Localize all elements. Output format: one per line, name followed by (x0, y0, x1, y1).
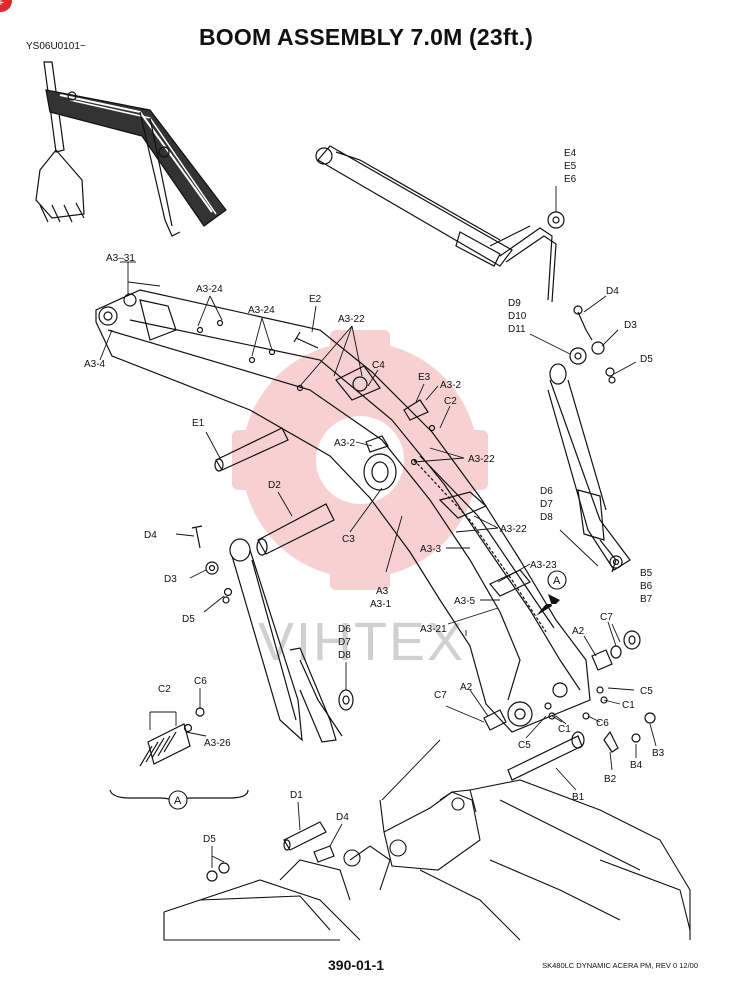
page-title: BOOM ASSEMBLY 7.0M (23ft.) (198, 24, 534, 50)
leader-lines (99, 186, 657, 868)
label-a3-22-top: A3-22 (338, 314, 365, 325)
detail-a-marker-boom-label: A (553, 575, 561, 587)
label-a3-31: A3–31 (106, 253, 135, 264)
label-c1-right: C1 (622, 700, 635, 711)
pin-e1 (215, 427, 289, 471)
label-a3-22-low: A3-22 (500, 524, 527, 535)
label-a3-4: A3-4 (84, 359, 106, 370)
watermark-logo (232, 330, 488, 590)
label-d7-left: D7 (338, 637, 351, 648)
label-d4-bottom: D4 (336, 812, 349, 823)
page-number: 390-01-1 (328, 957, 385, 973)
footer-revision: SK480LC DYNAMIC ACERA PM, REV 0 12/00 (542, 961, 698, 970)
pin-d2 (257, 503, 335, 555)
label-b4: B4 (630, 760, 643, 771)
label-e4: E4 (564, 148, 577, 159)
arm-cylinder (315, 145, 557, 303)
right-boom-cylinder (547, 363, 631, 573)
bolt-e2 (293, 331, 319, 349)
label-e3: E3 (418, 372, 431, 383)
label-d5-left: D5 (182, 614, 195, 625)
label-d6-right: D6 (540, 486, 553, 497)
label-c4: C4 (372, 360, 385, 371)
label-e6: E6 (564, 174, 577, 185)
label-a3-26: A3-26 (204, 738, 231, 749)
label-b6: B6 (640, 581, 653, 592)
base-frame (163, 779, 691, 941)
pins-and-parts (183, 211, 656, 882)
label-d3-top: D3 (624, 320, 637, 331)
label-d7-right: D7 (540, 499, 553, 510)
label-c7-left: C7 (434, 690, 447, 701)
label-b5: B5 (640, 568, 653, 579)
label-c3: C3 (342, 534, 355, 545)
detail-a-arrow (536, 594, 560, 616)
label-d3-left: D3 (164, 574, 177, 585)
label-a2-right: A2 (572, 626, 585, 637)
label-d8-left: D8 (338, 650, 351, 661)
detail-a-marker-boom (547, 570, 567, 590)
label-b2: B2 (604, 774, 617, 785)
label-a3-2-left: A3-2 (334, 438, 356, 449)
label-d4-left: D4 (144, 530, 157, 541)
label-c2-left: C2 (158, 684, 171, 695)
excavator-thumbnail (35, 61, 227, 237)
label-c5-left: C5 (518, 740, 531, 751)
label-d5-top: D5 (640, 354, 653, 365)
label-b1: B1 (572, 792, 585, 803)
label-d8-right: D8 (540, 512, 553, 523)
label-a3-3: A3-3 (420, 544, 442, 555)
boom-body (95, 289, 591, 733)
label-d11: D11 (508, 324, 526, 335)
label-a3-22-mid: A3-22 (468, 454, 495, 465)
left-boom-cylinder (229, 538, 343, 743)
detail-a-marker-inset-label: A (174, 795, 182, 807)
label-c7-right: C7 (600, 612, 613, 623)
label-d1: D1 (290, 790, 303, 801)
drawing-code: YS06U0101~ (26, 41, 86, 52)
label-a2-left: A2 (460, 682, 473, 693)
label-e2: E2 (309, 294, 322, 305)
label-d2: D2 (268, 480, 281, 491)
detail-a-callout: A A (168, 570, 567, 810)
label-b7: B7 (640, 594, 653, 605)
label-a3-21: A3-21 (420, 624, 447, 635)
label-a3-2-right: A3-2 (440, 380, 462, 391)
label-e5: E5 (564, 161, 577, 172)
watermark-text: VIHTEX (258, 612, 465, 672)
label-a3-24-b: A3-24 (248, 305, 275, 316)
part-labels: E4 E5 E6 D9 D10 D11 D4 D3 D5 A3–31 A3-24… (84, 148, 665, 845)
label-c5-right: C5 (640, 686, 653, 697)
label-d9: D9 (508, 298, 521, 309)
label-c2-right: C2 (444, 396, 457, 407)
label-a3-5: A3-5 (454, 596, 476, 607)
label-d10: D10 (508, 311, 527, 322)
label-e1: E1 (192, 418, 205, 429)
label-d5-bottom: D5 (203, 834, 216, 845)
label-a3-1: A3-1 (370, 599, 392, 610)
label-a3-23: A3-23 (530, 560, 557, 571)
label-c1-low: C1 (558, 724, 571, 735)
label-d6-left: D6 (338, 624, 351, 635)
label-b3: B3 (652, 748, 665, 759)
label-a3-24-a: A3-24 (196, 284, 223, 295)
detail-a-marker-inset (168, 790, 188, 810)
label-c6-right: C6 (596, 718, 609, 729)
label-d4-top: D4 (606, 286, 619, 297)
label-a3: A3 (376, 586, 389, 597)
label-c6-left: C6 (194, 676, 207, 687)
